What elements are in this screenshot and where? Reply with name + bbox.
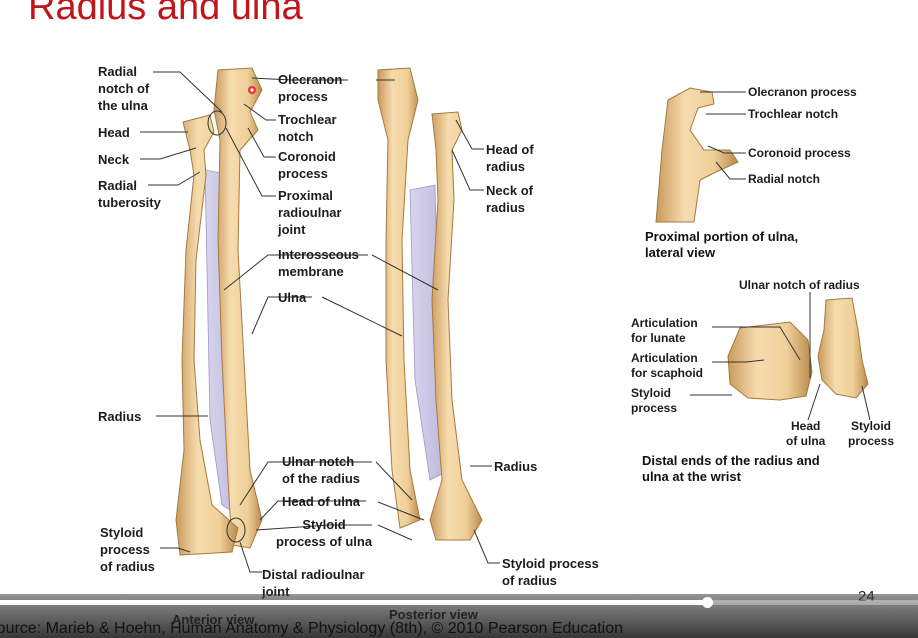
label-head-of-radius: Head of radius xyxy=(486,142,534,174)
caption-lateral: Proximal portion of ulna, lateral view xyxy=(645,229,799,260)
label-interosseous: Interosseous membrane xyxy=(278,247,359,279)
label-neck-of-radius: Neck of radius xyxy=(486,183,533,215)
video-progress-handle[interactable] xyxy=(701,597,713,608)
video-progress-bar[interactable] xyxy=(0,597,918,608)
anterior-radius-bone xyxy=(175,114,239,556)
label-styloid-radius-posterior: Styloid process of radius xyxy=(502,556,599,588)
posterior-ulna-bone xyxy=(377,67,421,529)
posterior-forearm xyxy=(377,67,483,541)
label-proximal-joint: Proximal radioulnar joint xyxy=(278,188,342,237)
label-radial-notch: Radial notch of the ulna xyxy=(98,64,150,113)
lateral-ulna xyxy=(655,87,739,223)
label-articulation-lunate: Articulation for lunate xyxy=(631,316,698,345)
label-lateral-trochlear: Trochlear notch xyxy=(748,107,839,121)
label-head: Head xyxy=(98,125,130,140)
label-neck: Neck xyxy=(98,152,130,167)
label-ulna: Ulna xyxy=(278,290,307,305)
label-ulnar-notch-radius: Ulnar notch of radius xyxy=(739,278,860,292)
label-head-of-ulna: Head of ulna xyxy=(282,494,361,509)
label-radius-posterior: Radius xyxy=(494,459,538,474)
label-radius-anterior: Radius xyxy=(98,409,142,424)
leader-lines xyxy=(140,71,871,573)
label-radial-tuberosity: Radial tuberosity xyxy=(98,178,161,210)
label-lateral-olecranon: Olecranon process xyxy=(748,85,857,99)
label-trochlear: Trochlear notch xyxy=(278,112,337,144)
caption-distal: Distal ends of the radius and ulna at th… xyxy=(642,453,820,484)
distal-ends xyxy=(727,297,869,401)
label-styloid-ulna: Styloid process of ulna xyxy=(276,517,373,549)
label-olecranon: Olecranon process xyxy=(278,72,343,104)
label-lateral-coronoid: Coronoid process xyxy=(748,146,851,160)
label-coronoid: Coronoid process xyxy=(278,149,336,181)
label-lateral-radial-notch: Radial notch xyxy=(748,172,821,186)
lateral-ulna-bone xyxy=(655,87,739,223)
label-distal-styloid: Styloid process xyxy=(631,386,678,415)
anterior-view-label: Anterior view xyxy=(172,612,255,627)
posterior-view-label: Posterior view xyxy=(389,607,478,622)
label-ulnar-notch: Ulnar notch of the radius xyxy=(282,454,361,486)
distal-radius-bone xyxy=(727,321,813,401)
slide-title: Radius and ulna xyxy=(28,0,303,28)
label-distal-styloid-ulna: Styloid process xyxy=(848,419,895,448)
label-articulation-scaphoid: Articulation for scaphoid xyxy=(631,351,704,380)
distal-ulna-bone xyxy=(817,297,869,399)
video-progress-fill xyxy=(0,600,707,605)
posterior-radius-bone xyxy=(429,111,483,541)
label-styloid-radius-anterior: Styloid process of radius xyxy=(100,525,155,574)
label-distal-head-ulna: Head of ulna xyxy=(786,419,826,448)
anterior-forearm xyxy=(175,67,263,556)
source-citation: Source: Marieb & Hoehn, Human Anatomy & … xyxy=(0,620,624,637)
anterior-ulna-bone xyxy=(213,67,263,549)
